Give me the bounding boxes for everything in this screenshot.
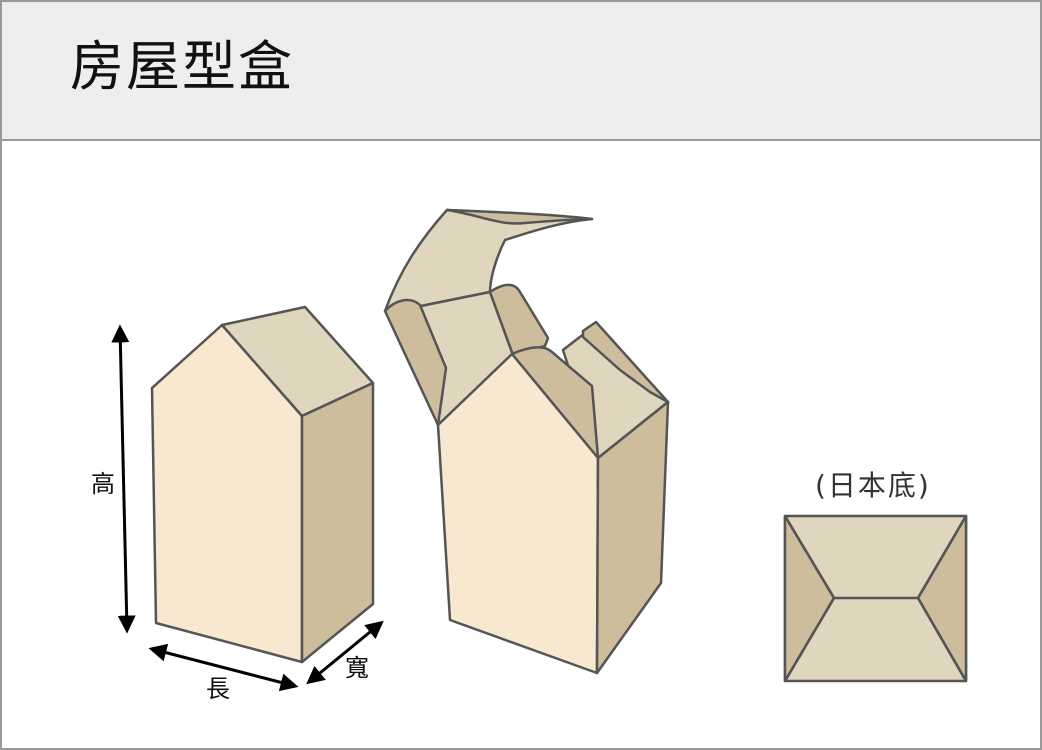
open-box-lid (383, 208, 594, 313)
open-box-left-dust-flap (383, 298, 448, 427)
open-box-lid-tab (445, 208, 594, 225)
height-arrow (111, 324, 136, 634)
open-box-side-face (595, 400, 670, 675)
closed-box-side-face (300, 381, 375, 664)
dimension-arrows (111, 324, 384, 692)
length-label: 長 (206, 675, 230, 703)
open-box-right-inner-flap (488, 283, 550, 357)
open-box-right-dust-flap (581, 320, 670, 404)
header-bar: 房屋型盒 (2, 2, 1040, 141)
japanese-bottom-view (783, 514, 968, 683)
height-label: 高 (91, 470, 115, 498)
width-label: 寬 (345, 654, 369, 682)
length-arrow (148, 643, 299, 692)
page-title: 房屋型盒 (70, 35, 294, 98)
width-arrow (306, 620, 384, 685)
closed-box-illustration (150, 305, 375, 664)
open-box-illustration (383, 208, 670, 675)
bottom-type-label: (日本底) (815, 469, 931, 502)
